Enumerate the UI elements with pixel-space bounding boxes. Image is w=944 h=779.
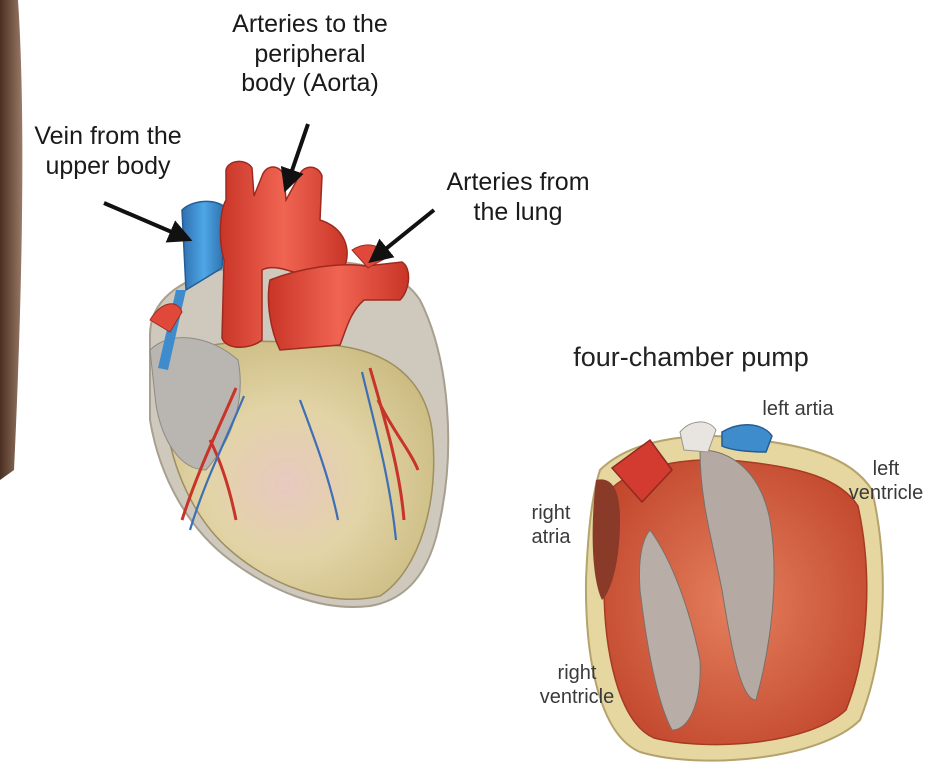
label-lung: Arteries from the lung	[418, 168, 618, 227]
label-vein-line-1: Vein from the	[8, 122, 208, 152]
section-title-text: four-chamber pump	[573, 342, 809, 372]
section-pulmonary-vein	[722, 425, 772, 452]
arrow-vein	[104, 203, 188, 239]
label-left-ventricle-line-1: left	[832, 458, 940, 482]
label-left-atria-text: left artia	[738, 398, 858, 422]
label-lung-line-1: Arteries from	[418, 168, 618, 198]
label-aorta-line-3: body (Aorta)	[205, 69, 415, 99]
label-right-ventricle-line-2: ventricle	[522, 686, 632, 710]
label-left-ventricle-line-2: ventricle	[832, 482, 940, 506]
label-aorta: Arteries to the peripheral body (Aorta)	[205, 10, 415, 99]
label-left-atria: left artia	[738, 398, 858, 422]
section-title: four-chamber pump	[556, 342, 826, 374]
label-right-ventricle-line-1: right	[522, 662, 632, 686]
label-aorta-line-2: peripheral	[205, 40, 415, 70]
label-aorta-line-1: Arteries to the	[205, 10, 415, 40]
external-heart	[150, 161, 448, 607]
label-right-atria: right atria	[516, 502, 586, 549]
label-right-atria-line-2: atria	[516, 526, 586, 550]
label-right-atria-line-1: right	[516, 502, 586, 526]
label-vein-line-2: upper body	[8, 152, 208, 182]
label-left-ventricle: left ventricle	[832, 458, 940, 505]
label-vein: Vein from the upper body	[8, 122, 208, 181]
label-right-ventricle: right ventricle	[522, 662, 632, 709]
label-lung-line-2: the lung	[418, 198, 618, 228]
photo-edge-strip	[0, 0, 22, 480]
